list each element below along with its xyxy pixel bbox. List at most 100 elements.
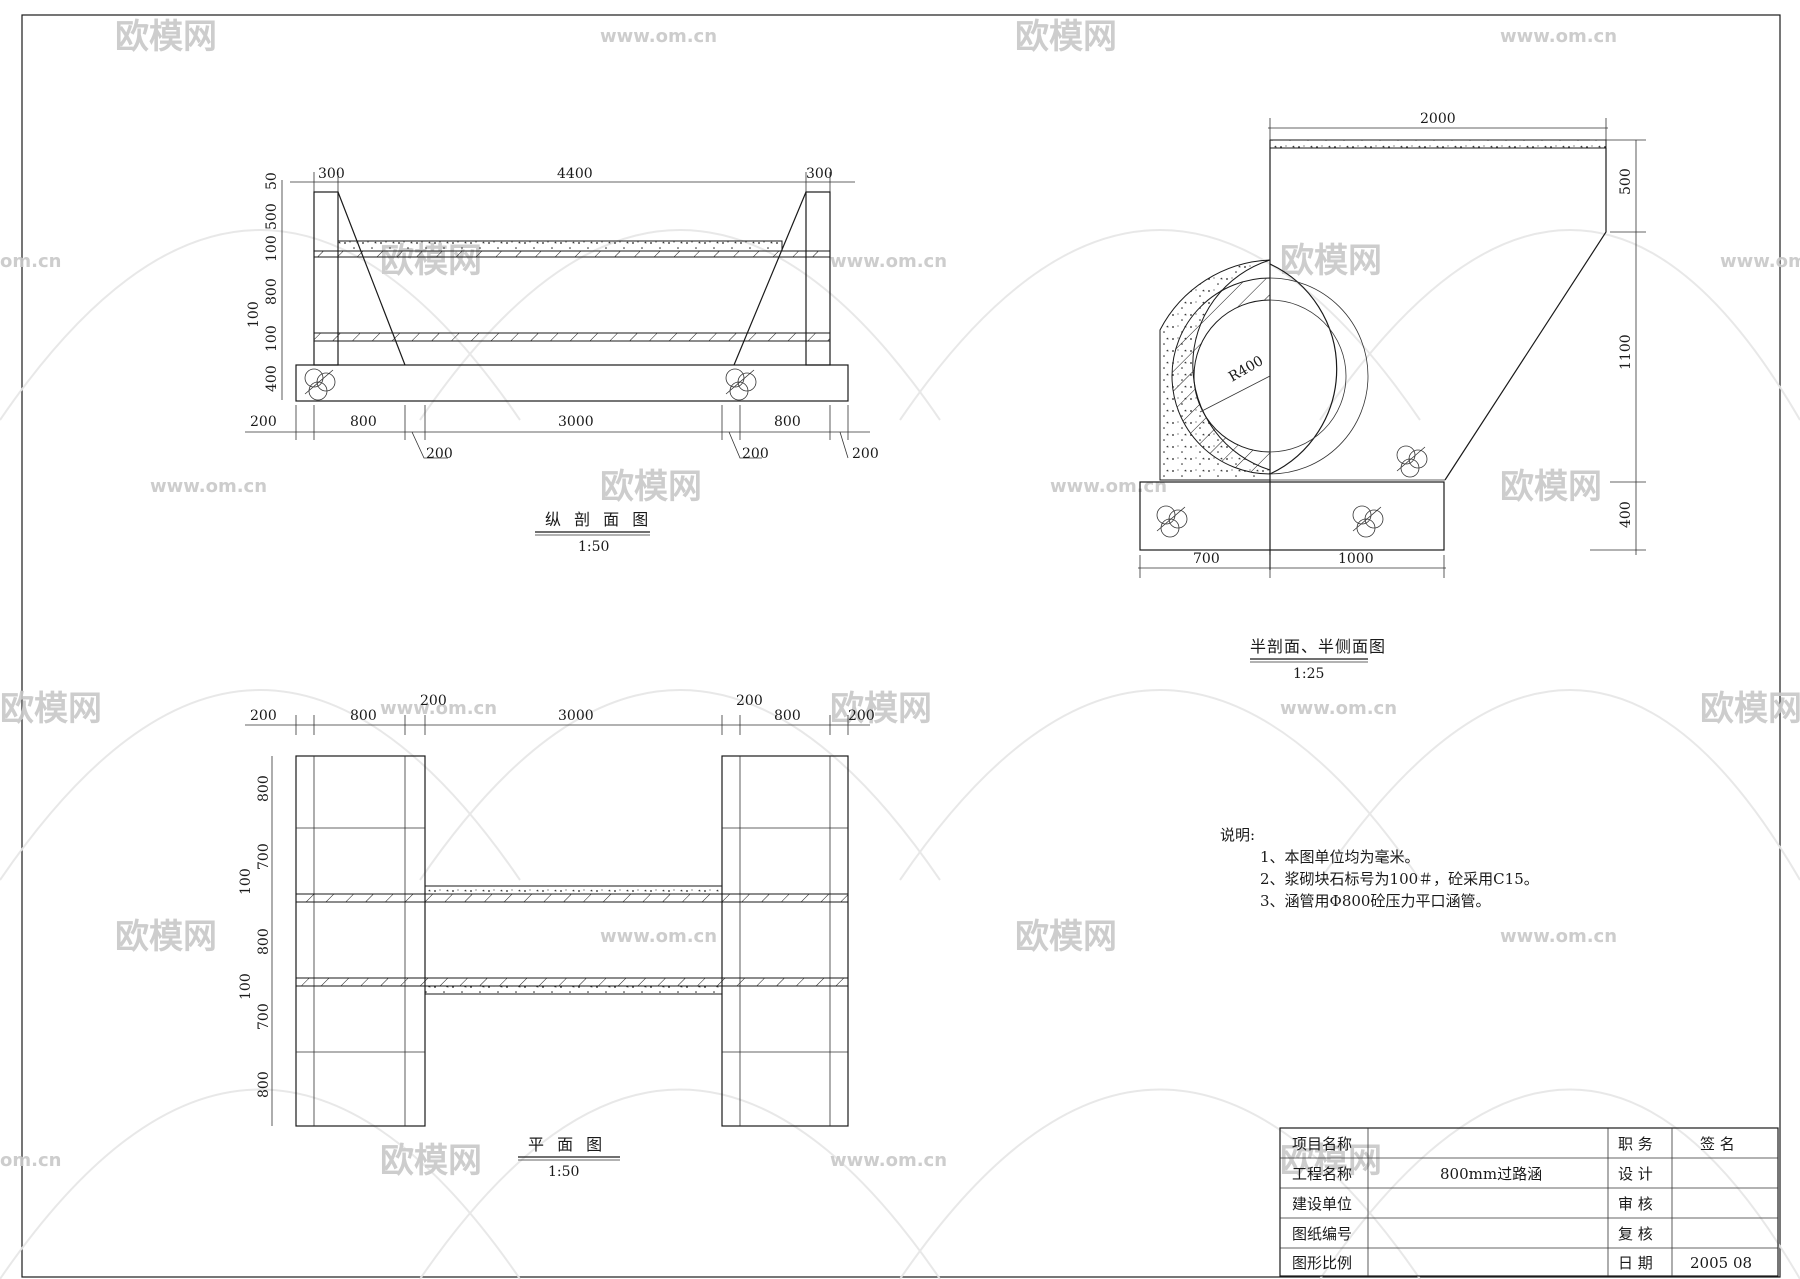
tb-role: 复 核	[1618, 1225, 1653, 1243]
watermark-url: www.om.cn	[830, 251, 947, 272]
svg-text:800: 800	[256, 1071, 272, 1098]
title-block: 项目名称 工程名称 建设单位 图纸编号 图形比例 800mm过路涵 职 务 签 …	[1279, 1127, 1779, 1277]
dim-label: 200	[742, 446, 769, 462]
watermark-url: www.om.cn	[150, 476, 267, 497]
dim-label: 200	[852, 446, 879, 462]
left-dim-labels: 800 700 100 800 100 700 800	[238, 775, 272, 1098]
watermark-url: www.om.cn	[1050, 476, 1167, 497]
watermark-logo: 欧模网	[1500, 467, 1602, 507]
foundation-block	[1139, 481, 1445, 551]
dim-label: 200	[250, 414, 277, 430]
watermark-logo: 欧模网	[1280, 1141, 1382, 1181]
watermark-logo: 欧模网	[115, 17, 217, 57]
left-dim-labels: 50 500 100 800 100 100 400	[246, 172, 280, 392]
dim-label: 3000	[558, 414, 594, 430]
watermark-url: www.om.cn	[1500, 926, 1617, 947]
tb-col-header: 职 务	[1618, 1135, 1653, 1153]
view-scale: 1:50	[578, 539, 609, 555]
watermark-url: www.om.cn	[600, 926, 717, 947]
note-item: 1、本图单位均为毫米。	[1260, 848, 1420, 866]
watermark-logo: 欧模网	[1015, 17, 1117, 57]
svg-text:700: 700	[256, 1003, 272, 1030]
masonry-band-upper	[295, 893, 849, 903]
top-slab	[1269, 139, 1607, 149]
dim-label: 200	[420, 693, 447, 709]
svg-text:50: 50	[264, 172, 280, 190]
watermark-layer: 欧模网 www.om.cn 欧模网 www.om.cn om.cn 欧模网 ww…	[0, 17, 1800, 1279]
watermark-logo: 欧模网	[1015, 917, 1117, 957]
culvert-band-upper	[424, 885, 723, 895]
svg-text:100: 100	[238, 973, 254, 1000]
note-item: 3、涵管用Φ800砼压力平口涵管。	[1260, 892, 1490, 910]
tb-role: 设 计	[1618, 1165, 1653, 1183]
dim-label: 3000	[558, 708, 594, 724]
watermark-logo: 欧模网	[1700, 689, 1800, 729]
view-title: 半剖面、半侧面图	[1250, 637, 1386, 656]
tb-role: 日 期	[1618, 1254, 1653, 1272]
culvert-band-lower	[424, 985, 723, 995]
stone-symbol-icon	[1156, 505, 1188, 538]
svg-text:100: 100	[264, 325, 280, 352]
svg-text:700: 700	[256, 843, 272, 870]
stone-symbol-icon	[725, 368, 757, 401]
masonry-layer	[313, 250, 831, 258]
design-notes: 说明: 1、本图单位均为毫米。 2、浆砌块石标号为100＃，砼采用C15。 3、…	[1220, 826, 1539, 910]
lower-masonry-layer	[313, 332, 831, 342]
watermark-logo: 欧模网	[0, 689, 102, 729]
dim-label: 200	[426, 446, 453, 462]
tb-label: 建设单位	[1292, 1195, 1352, 1213]
left-wingwall	[295, 755, 426, 1127]
dim-label: 1000	[1338, 551, 1374, 567]
dim-label: 800	[350, 708, 377, 724]
longitudinal-section: 300 4400 300 50 500 100 800	[245, 166, 879, 555]
note-item: 2、浆砌块石标号为100＃，砼采用C15。	[1260, 870, 1539, 888]
watermark-logo: 欧模网	[115, 917, 217, 957]
svg-text:800: 800	[256, 775, 272, 802]
right-wingwall	[721, 755, 849, 1127]
dim-label: 800	[350, 414, 377, 430]
watermark-logo: 欧模网	[380, 1141, 482, 1181]
svg-text:100: 100	[246, 301, 262, 328]
dim-label: 500	[1618, 168, 1634, 195]
view-scale: 1:25	[1293, 666, 1324, 682]
stone-symbol-icon	[1352, 505, 1384, 538]
tb-role: 审 核	[1618, 1195, 1653, 1213]
tb-label: 图纸编号	[1292, 1225, 1352, 1243]
tb-label: 项目名称	[1292, 1135, 1352, 1153]
sheet-border	[21, 14, 1781, 1278]
dim-label: 2000	[1420, 111, 1456, 127]
dim-label: 4400	[557, 166, 593, 182]
dim-label: 300	[318, 166, 345, 182]
watermark-logo: 欧模网	[1280, 241, 1382, 281]
watermark-logo: 欧模网	[600, 467, 702, 507]
watermark-url: om.cn	[0, 251, 61, 272]
dim-label: 200	[848, 708, 875, 724]
tb-label: 工程名称	[1292, 1165, 1352, 1183]
view-title: 平 面 图	[528, 1135, 606, 1154]
watermark-url: www.om.cn	[1500, 26, 1617, 47]
watermark-url: www.om.cn	[600, 26, 717, 47]
road-surface-layer	[337, 240, 783, 252]
dim-label: 800	[774, 708, 801, 724]
dim-label: 1100	[1618, 334, 1634, 370]
svg-text:100: 100	[264, 235, 280, 262]
stone-symbol-icon	[1396, 445, 1428, 478]
tb-date: 2005 08	[1690, 1254, 1752, 1272]
watermark-url: www.om.cn	[830, 1150, 947, 1171]
watermark-arcs	[0, 229, 1800, 1279]
dim-label: 300	[806, 166, 833, 182]
svg-text:800: 800	[264, 278, 280, 305]
tb-sign-header: 签 名	[1700, 1135, 1735, 1153]
svg-text:800: 800	[256, 928, 272, 955]
dim-label: 400	[1618, 501, 1634, 528]
svg-text:400: 400	[264, 365, 280, 392]
watermark-url: om.cn	[0, 1150, 61, 1171]
pipe-wall	[1171, 277, 1271, 475]
stone-symbol-icon	[304, 368, 336, 401]
view-scale: 1:50	[548, 1164, 579, 1180]
dim-label: 200	[736, 693, 763, 709]
watermark-url: www.om.cn	[1280, 698, 1397, 719]
watermark-url: www.om.cn	[1720, 251, 1800, 272]
dim-label: 800	[774, 414, 801, 430]
